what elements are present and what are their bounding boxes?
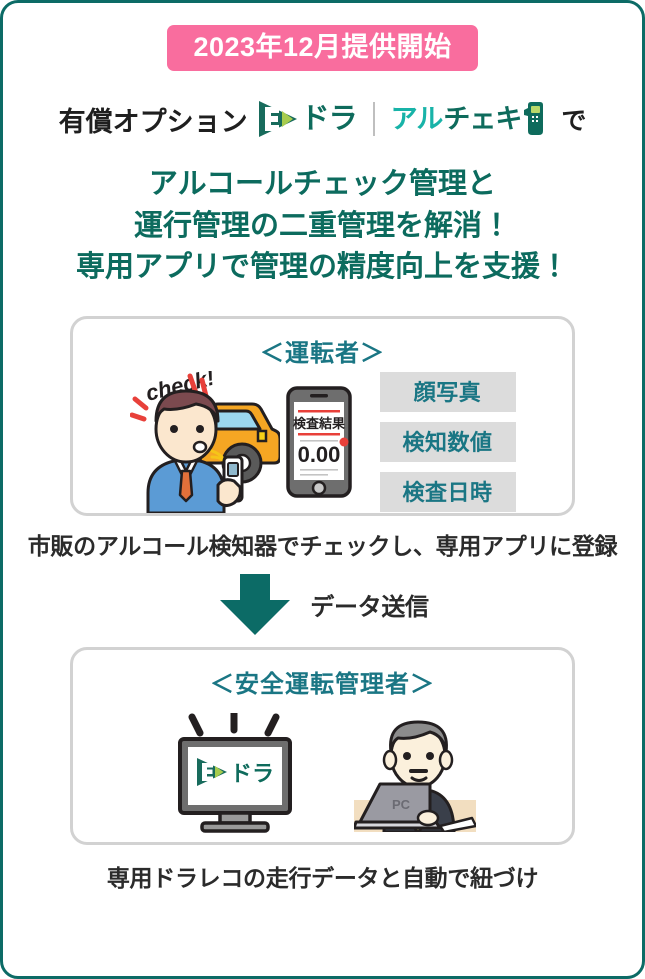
manager-card: ＜安全運転管理者＞ ドラ	[70, 646, 575, 847]
archeki-logo-part1: アル	[390, 103, 444, 134]
manager-card-title: ＜安全運転管理者＞	[210, 670, 435, 698]
archeki-logo: アル チェキ	[391, 102, 545, 136]
data-transfer-row: データ送信	[3, 569, 642, 641]
data-transfer-label: データ送信	[310, 594, 429, 622]
driver-card-body: check!	[73, 368, 572, 516]
fdora-logo: ドラ	[257, 99, 358, 139]
smartphone-test-result: 検査結果 0.00	[285, 386, 352, 498]
driver-card-title: ＜運転者＞	[260, 339, 385, 367]
down-arrow-icon	[220, 573, 291, 635]
laptop-label: PC	[392, 797, 411, 812]
release-date-badge: 2023年12月提供開始	[167, 25, 478, 72]
driver-data-tags: 顔写真 検知数値 検査日時	[379, 371, 516, 512]
headline-line-1: アルコールチェック管理と	[148, 168, 497, 201]
manager-card-body: ドラ PC	[73, 699, 572, 847]
driver-blowing-into-breathalyzer-illustration: check!	[129, 371, 280, 513]
tag-test-datetime: 検査日時	[379, 471, 516, 512]
headline-line-2: 運行管理の二重管理を解消！	[133, 209, 511, 242]
driver-card: ＜運転者＞ check!	[70, 315, 575, 516]
phone-wrapper: 検査結果 0.00	[285, 386, 352, 498]
headline: アルコールチェック管理と 運行管理の二重管理を解消！ 専用アプリで管理の精度向上…	[3, 164, 642, 288]
paid-option-suffix: で	[561, 107, 587, 136]
logo-divider	[372, 102, 375, 137]
monitor-fdora-illustration: ドラ	[177, 712, 292, 833]
tag-face-photo: 顔写真	[379, 371, 516, 412]
paid-option-label: 有償オプション	[58, 106, 248, 137]
archeki-logo-part2: チェキ	[443, 103, 522, 134]
monitor-fdora-text: ドラ	[230, 761, 274, 786]
fdora-arrow-mark	[258, 101, 297, 138]
breathalyzer-icon	[524, 102, 544, 136]
headline-line-3: 専用アプリで管理の精度向上を支援！	[75, 250, 569, 283]
fdora-logo-text: ドラ	[300, 102, 358, 135]
driver-caption: 市販のアルコール検知器でチェックし、専用アプリに登録	[27, 532, 618, 559]
badge-row: 2023年12月提供開始	[3, 25, 642, 72]
phone-reading-value: 0.00	[297, 442, 340, 467]
manager-caption: 専用ドラレコの走行データと自動で紐づけ	[106, 864, 539, 891]
phone-screen-title: 検査結果	[292, 416, 344, 431]
tag-detected-value: 検知数値	[379, 421, 516, 462]
paid-option-line: 有償オプション ドラ アル チェキ で	[3, 96, 642, 142]
driver-character	[146, 389, 243, 513]
safety-manager-at-laptop-illustration: PC	[353, 720, 476, 832]
